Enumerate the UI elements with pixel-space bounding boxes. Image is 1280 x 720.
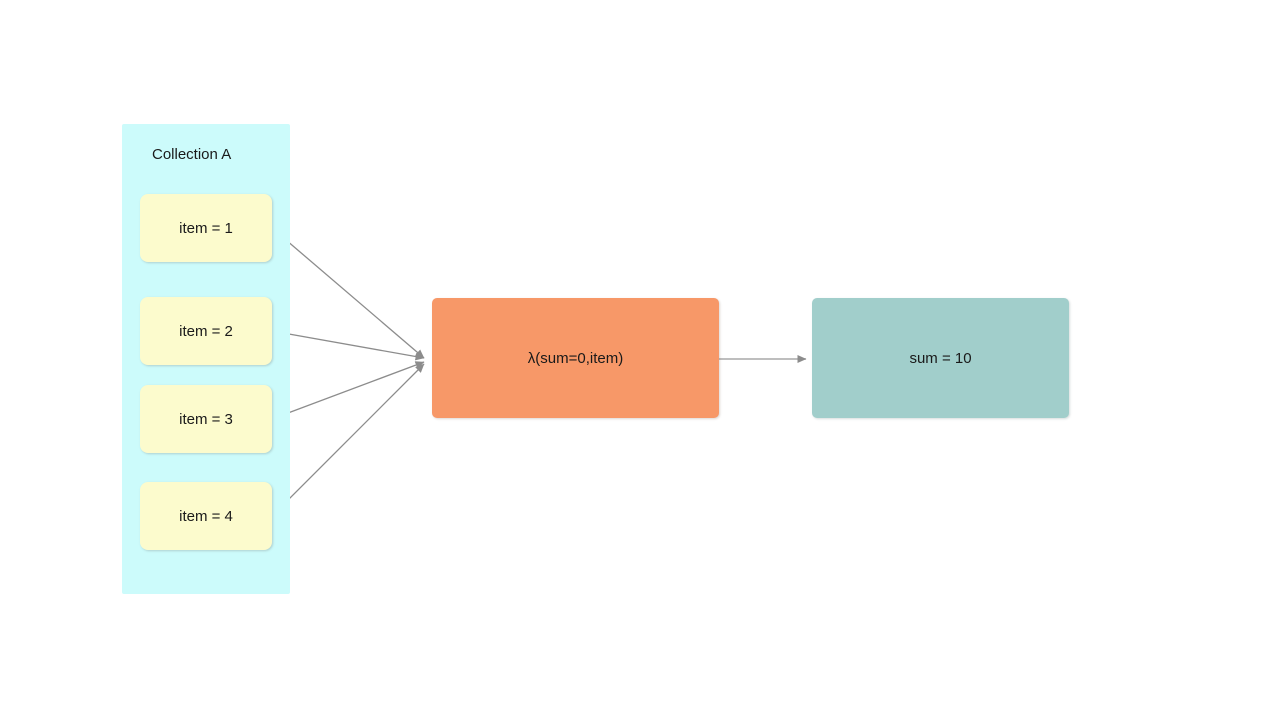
collection-item-3[interactable]: item = 3	[140, 385, 272, 453]
collection-item-2-label: item = 2	[179, 322, 233, 340]
collection-item-3-label: item = 3	[179, 410, 233, 428]
edge-item-2-to-lambda	[271, 330, 425, 361]
lambda-processor-label: λ(sum=0,item)	[527, 349, 624, 367]
collection-item-1-label: item = 1	[179, 219, 233, 237]
result-label: sum = 10	[909, 349, 972, 367]
lambda-processor-node[interactable]: λ(sum=0,item)	[432, 298, 719, 418]
collection-item-2[interactable]: item = 2	[140, 297, 272, 365]
result-node[interactable]: sum = 10	[812, 298, 1069, 418]
edge-item-3-to-lambda	[271, 361, 425, 420]
collection-item-4[interactable]: item = 4	[140, 482, 272, 550]
collection-item-4-label: item = 4	[179, 507, 233, 525]
edge-item-1-to-lambda	[271, 227, 425, 359]
collection-title: Collection A	[152, 146, 232, 163]
collection-container: Collection A item = 1 item = 2 item = 3 …	[122, 124, 290, 594]
collection-item-1[interactable]: item = 1	[140, 194, 272, 262]
edge-item-4-to-lambda	[271, 363, 425, 517]
